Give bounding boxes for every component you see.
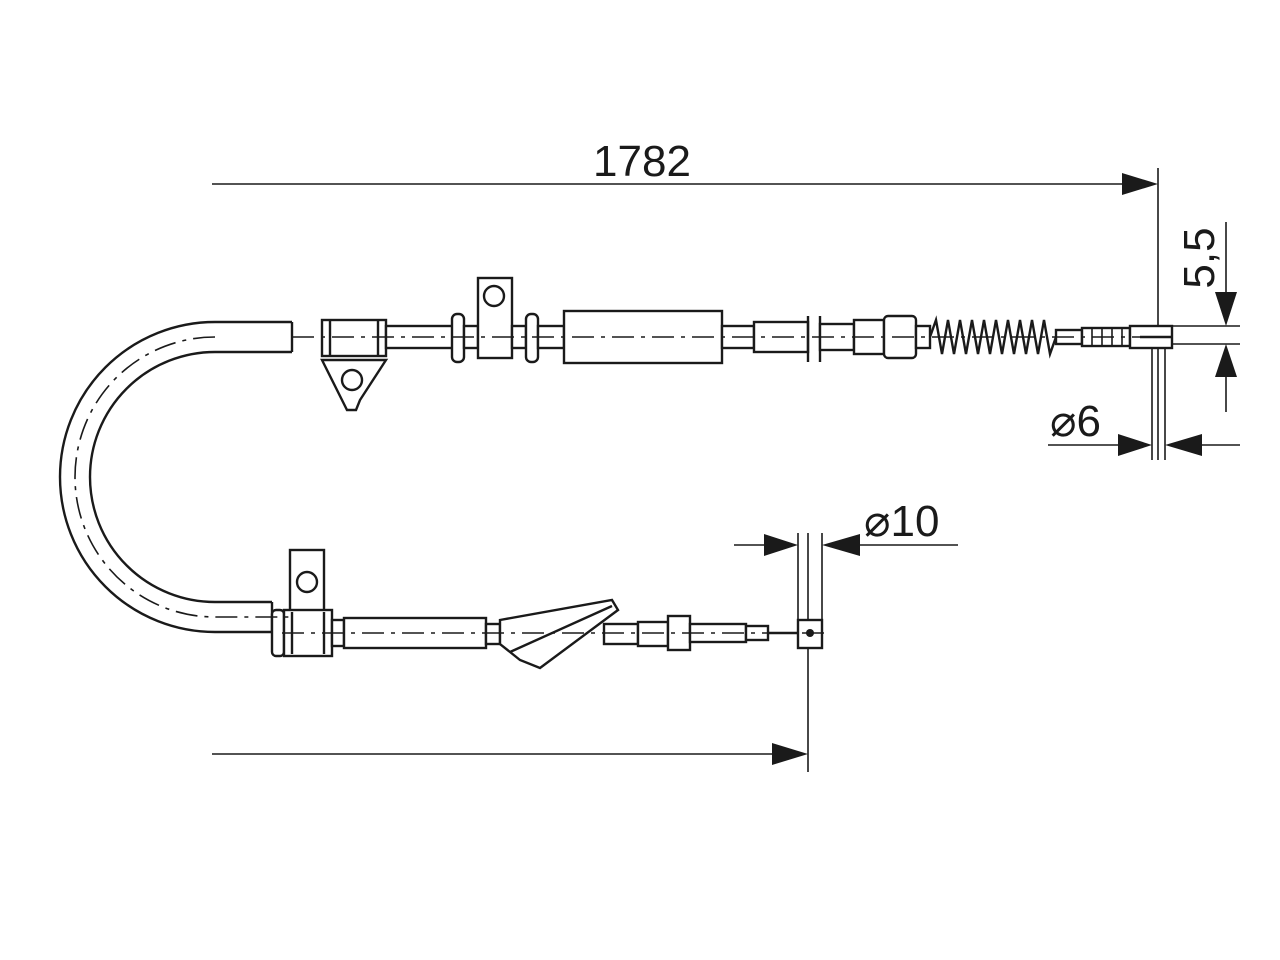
upper-cable-run [320, 276, 1174, 412]
ring-clip [450, 312, 466, 364]
tab-hole-icon [482, 284, 506, 308]
tab-hole-icon [295, 570, 319, 594]
lower-cable-run [270, 548, 824, 670]
fitting-diameter-dimension: ⌀10 [734, 497, 958, 640]
cable-sheath [58, 320, 294, 634]
end-diameter-dimension: ⌀6 [1048, 326, 1240, 460]
upper-mounting-bracket [320, 318, 389, 412]
lower-reference-dimension [212, 533, 809, 772]
overall-length-label: 1782 [593, 137, 691, 186]
upper-tab-bracket [476, 276, 514, 360]
fitting-diameter-label: ⌀10 [864, 497, 939, 546]
center-lines [74, 336, 1140, 634]
end-offset-label: 5,5 [1175, 227, 1224, 288]
ring-clip [524, 312, 540, 364]
end-diameter-label: ⌀6 [1050, 397, 1101, 446]
end-offset-dimension: 5,5 [1168, 222, 1240, 412]
overall-length-dimension: 1782 [212, 137, 1159, 460]
lower-ferrule [636, 620, 670, 648]
lower-tab-bracket [288, 548, 326, 614]
bracket-hole-icon [340, 368, 364, 392]
